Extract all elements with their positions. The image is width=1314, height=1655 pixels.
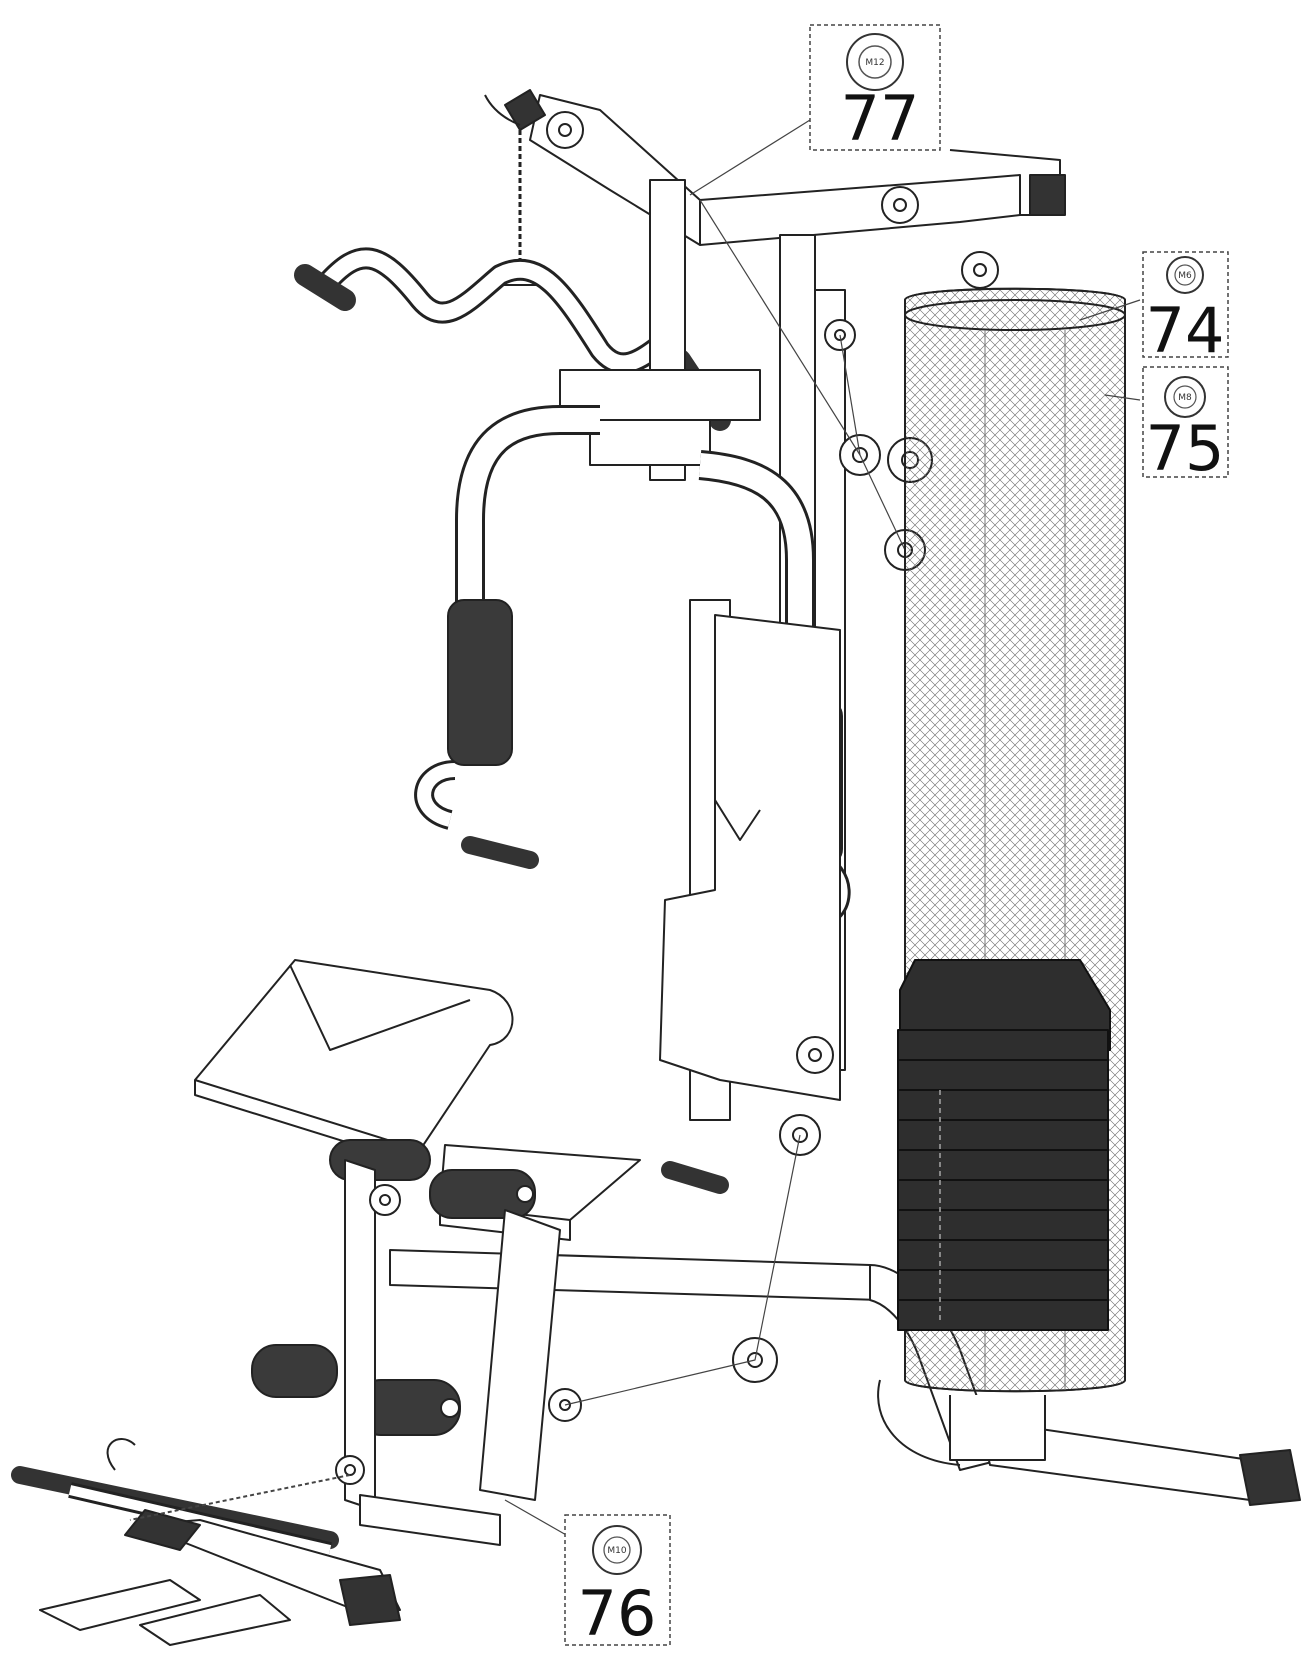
- part-number: 74: [1146, 294, 1225, 367]
- part-number: 76: [578, 1577, 657, 1650]
- nut-icon: M8: [1164, 376, 1206, 418]
- home-gym-machine: [11, 89, 1301, 1646]
- part-number: 77: [841, 82, 920, 155]
- leader-lines: [504, 119, 1141, 1541]
- backrest: [659, 614, 841, 1101]
- press-arm: [414, 369, 851, 930]
- weight-stack: [897, 959, 1111, 1331]
- fastener-label: M12: [865, 58, 884, 68]
- callout-75: M8 75: [1142, 366, 1229, 485]
- top-frame: [484, 89, 1066, 246]
- callout-77: M12 77: [809, 24, 941, 155]
- callout-74: M6 74: [1142, 251, 1229, 367]
- leg-rollers: [251, 1139, 536, 1436]
- fastener-label: M8: [1178, 393, 1192, 403]
- part-number: 75: [1146, 412, 1225, 485]
- preacher-pad: [194, 959, 514, 1166]
- nut-icon: M12: [846, 33, 904, 91]
- fastener-label: M6: [1178, 271, 1192, 281]
- fastener-label: M10: [607, 1546, 626, 1556]
- nut-icon: M10: [592, 1525, 642, 1575]
- callout-76: M10 76: [564, 1514, 671, 1650]
- foot-bar: [11, 1438, 401, 1646]
- nut-icon: M6: [1166, 256, 1204, 294]
